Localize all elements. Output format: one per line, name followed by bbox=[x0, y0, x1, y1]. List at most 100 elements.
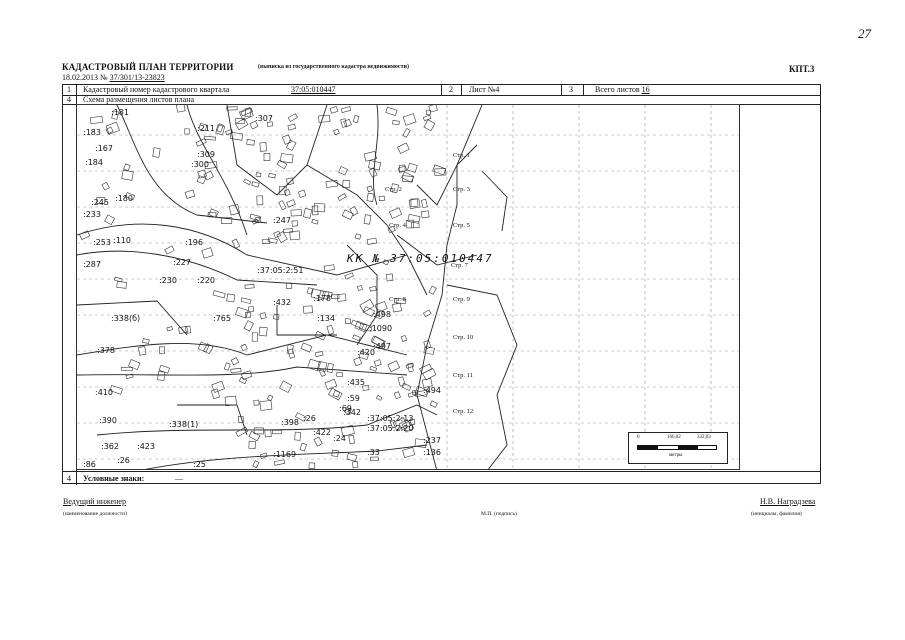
building-block bbox=[184, 128, 190, 135]
building-block bbox=[387, 225, 396, 234]
sheet-label: Лист №4 bbox=[469, 85, 499, 94]
building-block bbox=[276, 231, 288, 243]
building-block bbox=[420, 210, 430, 219]
building-block bbox=[333, 128, 340, 136]
position-caption: (наименование должности) bbox=[63, 511, 127, 517]
building-block bbox=[390, 183, 400, 194]
building-block bbox=[434, 168, 447, 176]
building-block bbox=[273, 230, 281, 238]
building-block bbox=[389, 419, 398, 429]
building-block bbox=[316, 360, 328, 372]
building-block bbox=[392, 120, 400, 125]
parcel-label: :398 bbox=[281, 418, 299, 427]
building-block bbox=[407, 213, 421, 224]
building-block bbox=[268, 173, 276, 179]
quarter-label: КК № 37:05:010447 bbox=[346, 252, 494, 265]
building-block bbox=[318, 290, 330, 300]
building-block bbox=[203, 170, 214, 181]
building-block bbox=[394, 297, 406, 305]
sheet-label-text: Лист № bbox=[469, 85, 496, 94]
parcel-label: :494 bbox=[423, 386, 441, 395]
form-code: КПТ.3 bbox=[789, 64, 815, 74]
sheet-label: Стр. 11 bbox=[453, 372, 473, 379]
sheet-label: Стр. 5 bbox=[453, 222, 470, 229]
building-block bbox=[369, 286, 377, 292]
parcel-label: :342 bbox=[343, 408, 361, 417]
building-block bbox=[116, 280, 127, 289]
building-block bbox=[338, 166, 348, 176]
building-block bbox=[121, 366, 133, 372]
building-block bbox=[276, 159, 288, 170]
building-block bbox=[368, 160, 382, 171]
parcel-label: :178 bbox=[313, 294, 331, 303]
building-block bbox=[278, 200, 287, 211]
building-block bbox=[332, 390, 341, 398]
building-block bbox=[259, 142, 267, 152]
building-block bbox=[352, 334, 361, 342]
building-block bbox=[273, 459, 286, 466]
building-block bbox=[318, 114, 331, 123]
building-block bbox=[278, 185, 287, 196]
building-block bbox=[152, 147, 161, 158]
building-block bbox=[295, 412, 307, 422]
building-block bbox=[198, 122, 208, 132]
building-block bbox=[240, 107, 253, 117]
building-block bbox=[246, 139, 255, 146]
building-block bbox=[223, 362, 231, 371]
building-block bbox=[158, 364, 170, 374]
building-block bbox=[366, 185, 374, 193]
building-block bbox=[397, 165, 408, 173]
parcel-label: :1090 bbox=[369, 324, 392, 333]
building-block bbox=[374, 300, 388, 313]
building-block bbox=[313, 436, 323, 447]
building-block bbox=[328, 387, 343, 401]
signer-name: Н.В. Наградзева bbox=[760, 497, 816, 506]
building-block bbox=[255, 172, 262, 178]
building-block bbox=[326, 363, 334, 373]
building-block bbox=[310, 288, 325, 301]
parcel-label: :247 bbox=[273, 216, 291, 225]
building-block bbox=[358, 350, 370, 361]
building-block bbox=[336, 293, 347, 302]
parcel-label: :432 bbox=[273, 298, 291, 307]
building-block bbox=[330, 294, 340, 300]
building-block bbox=[323, 264, 335, 272]
row1-total-index: 3 bbox=[569, 85, 573, 94]
building-block bbox=[373, 359, 382, 367]
building-block bbox=[303, 208, 313, 219]
building-block bbox=[248, 306, 255, 312]
scale-bar: 0 166,02 332,03 метры bbox=[628, 432, 728, 464]
building-block bbox=[283, 228, 294, 234]
building-block bbox=[251, 332, 258, 342]
building-block bbox=[287, 123, 296, 131]
total-sheets-label: Всего листов bbox=[595, 85, 640, 94]
building-block bbox=[255, 217, 262, 224]
building-block bbox=[280, 153, 294, 164]
building-block bbox=[229, 131, 244, 141]
building-block bbox=[290, 209, 302, 217]
parcel-label: :183 bbox=[83, 128, 101, 137]
col-divider bbox=[441, 85, 442, 95]
building-block bbox=[79, 230, 91, 240]
building-block bbox=[261, 239, 271, 244]
building-block bbox=[340, 118, 348, 128]
building-block bbox=[398, 164, 406, 172]
sheet-label: Стр. 9 bbox=[453, 296, 470, 303]
building-block bbox=[210, 388, 221, 400]
building-block bbox=[220, 217, 233, 224]
parcel-label: :287 bbox=[83, 260, 101, 269]
col-divider bbox=[461, 85, 462, 95]
building-block bbox=[249, 120, 259, 130]
building-block bbox=[393, 391, 401, 400]
building-block bbox=[259, 312, 267, 320]
building-block bbox=[235, 117, 245, 124]
building-block bbox=[350, 319, 365, 330]
building-block bbox=[238, 376, 248, 385]
parcel-label: :220 bbox=[197, 276, 215, 285]
parcel-label: :25 bbox=[193, 460, 206, 469]
building-block bbox=[375, 394, 383, 401]
building-block bbox=[410, 221, 420, 229]
building-block bbox=[238, 107, 254, 121]
building-block bbox=[240, 297, 252, 304]
